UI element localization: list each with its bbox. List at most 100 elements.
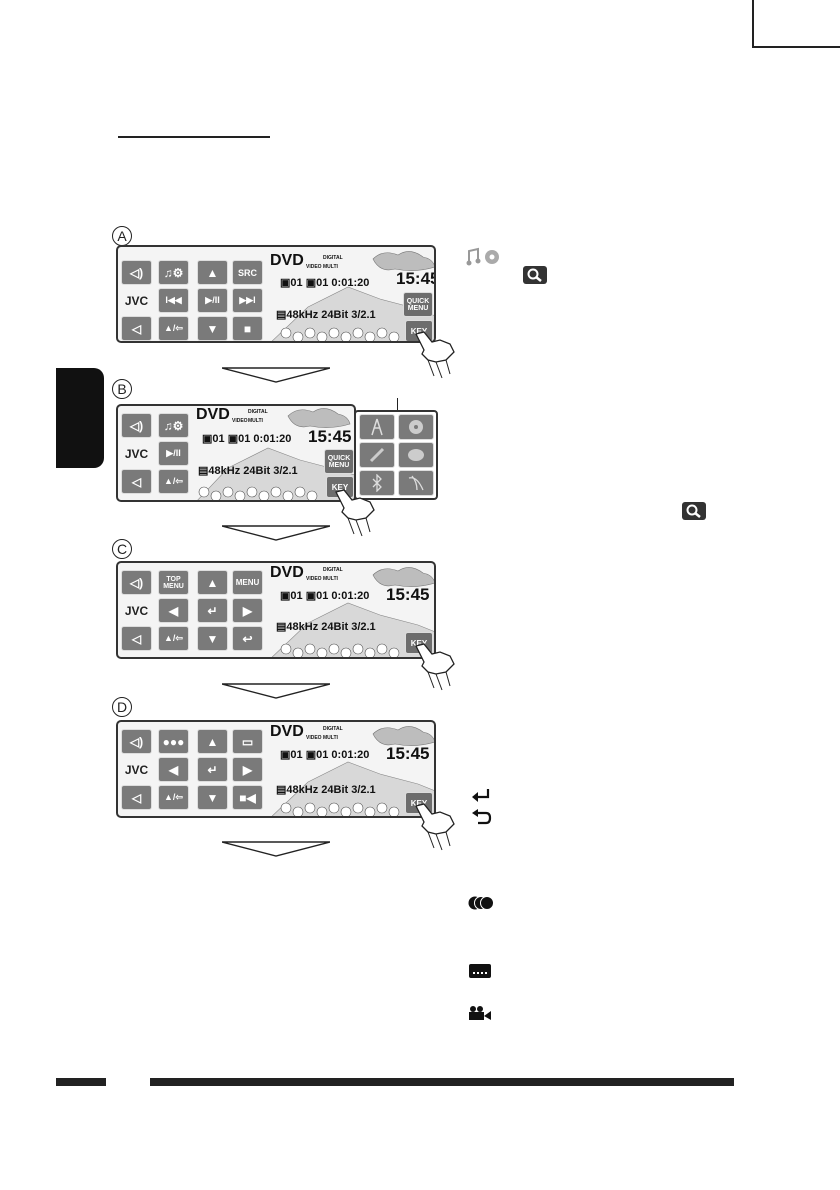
return-icon bbox=[472, 809, 492, 825]
format-multi: MULTI bbox=[323, 576, 338, 582]
subtitle-icon: ▭ bbox=[241, 734, 254, 749]
up-button[interactable]: ▲ bbox=[197, 570, 228, 595]
step-label-b: B bbox=[112, 379, 132, 399]
menu-button[interactable]: MENU bbox=[232, 570, 263, 595]
speaker-icon: ◁) bbox=[129, 418, 144, 433]
volume-up-button[interactable]: ◁) bbox=[121, 413, 152, 438]
enter-button[interactable]: ↵ bbox=[197, 598, 228, 623]
track-info: ▣01 ▣01 0:01:20 bbox=[280, 590, 370, 602]
quick-menu-button[interactable]: QUICK MENU bbox=[403, 292, 433, 317]
down-button[interactable]: ▼ bbox=[197, 626, 228, 651]
magnifier-icon bbox=[523, 266, 547, 284]
left-button[interactable]: ◀ bbox=[158, 757, 189, 782]
track-info: ▣01 ▣01 0:01:20 bbox=[202, 433, 292, 445]
speaker-icon: ◁ bbox=[131, 631, 142, 646]
right-button[interactable]: ▶ bbox=[232, 598, 263, 623]
screen-a: ◁) ♫⚙ ▲ SRC JVC I◀◀ ▶/II ▶▶I ◁ ▲/⇦ ▼ ■ D… bbox=[116, 245, 436, 343]
magnifier-icon bbox=[682, 502, 706, 520]
speaker-icon: ◁ bbox=[131, 321, 142, 336]
scenery-d bbox=[271, 726, 434, 816]
next-button[interactable]: ▶▶I bbox=[232, 288, 263, 313]
flow-arrow bbox=[222, 525, 330, 541]
source-selection-panel bbox=[354, 410, 438, 500]
tuner-source-button[interactable] bbox=[359, 414, 395, 440]
source-indicator: DVD bbox=[270, 564, 304, 581]
up-button[interactable]: ▲ bbox=[197, 260, 228, 285]
eject-button[interactable]: ▲/⇦ bbox=[158, 626, 189, 651]
enter-button[interactable]: ↵ bbox=[197, 757, 228, 782]
audio-format: ▤48kHz 24Bit 3/2.1 bbox=[276, 309, 376, 321]
jvc-logo: JVC bbox=[124, 603, 149, 618]
play-pause-button[interactable]: ▶/II bbox=[158, 441, 189, 466]
top-menu-button[interactable]: TOP MENU bbox=[158, 570, 189, 595]
volume-down-button[interactable]: ◁ bbox=[121, 316, 152, 341]
format-multi: MULTI bbox=[323, 264, 338, 270]
title-number: 01 bbox=[212, 433, 225, 445]
prev-button[interactable]: I◀◀ bbox=[158, 288, 189, 313]
music-settings-icon: ♫⚙ bbox=[163, 265, 184, 280]
elapsed-time: 0:01:20 bbox=[331, 749, 370, 761]
right-button[interactable]: ▶ bbox=[232, 757, 263, 782]
format-multi: MULTI bbox=[248, 418, 263, 424]
volume-down-button[interactable]: ◁ bbox=[121, 469, 152, 494]
source-indicator: DVD bbox=[196, 406, 230, 423]
footer-bar-left bbox=[56, 1078, 106, 1086]
volume-up-button[interactable]: ◁) bbox=[121, 260, 152, 285]
changer-source-button[interactable] bbox=[398, 442, 434, 468]
screen-c: ◁) TOP MENU ▲ MENU JVC ◀ ↵ ▶ ◁ ▲/⇦ ▼ ↩ D… bbox=[116, 561, 436, 659]
source-panel-leader bbox=[397, 398, 398, 410]
speaker-icon: ◁ bbox=[131, 790, 142, 805]
speaker-icon: ◁) bbox=[129, 734, 144, 749]
stop-button[interactable]: ■ bbox=[232, 316, 263, 341]
volume-down-button[interactable]: ◁ bbox=[121, 626, 152, 651]
eject-button[interactable]: ▲/⇦ bbox=[158, 785, 189, 810]
subtitle-button[interactable]: ▭ bbox=[232, 729, 263, 754]
speaker-icon: ◁) bbox=[129, 265, 144, 280]
jvc-logo: JVC bbox=[124, 446, 149, 461]
audio-format: ▤48kHz 24Bit 3/2.1 bbox=[276, 784, 376, 796]
music-settings-icon bbox=[466, 247, 499, 266]
subtitle-icon bbox=[469, 964, 491, 978]
audio-format-text: 48kHz 24Bit 3/2.1 bbox=[286, 621, 376, 633]
audio-button[interactable]: ●●● bbox=[158, 729, 189, 754]
format-video: VIDEO bbox=[306, 576, 322, 582]
format-digital: DIGITAL bbox=[323, 255, 343, 261]
disc-icon bbox=[409, 420, 423, 434]
return-button[interactable]: ↩ bbox=[232, 626, 263, 651]
track-info: ▣01 ▣01 0:01:20 bbox=[280, 749, 370, 761]
music-settings-button[interactable]: ♫⚙ bbox=[158, 260, 189, 285]
format-video: VIDEO bbox=[306, 264, 322, 270]
track-info: ▣01 ▣01 0:01:20 bbox=[280, 277, 370, 289]
music-settings-button[interactable]: ♫⚙ bbox=[158, 413, 189, 438]
down-button[interactable]: ▼ bbox=[197, 316, 228, 341]
enter-icon: ↵ bbox=[207, 603, 218, 618]
finger-press-icon bbox=[415, 803, 455, 851]
bluetooth-source-button[interactable] bbox=[359, 470, 395, 496]
left-button[interactable]: ◀ bbox=[158, 598, 189, 623]
audio-format-text: 48kHz 24Bit 3/2.1 bbox=[286, 784, 376, 796]
audio-format: ▤48kHz 24Bit 3/2.1 bbox=[198, 465, 298, 477]
quick-menu-button[interactable]: QUICK MENU bbox=[324, 449, 354, 474]
antenna-icon bbox=[371, 418, 383, 436]
up-button[interactable]: ▲ bbox=[197, 729, 228, 754]
volume-up-button[interactable]: ◁) bbox=[121, 570, 152, 595]
down-button[interactable]: ▼ bbox=[197, 785, 228, 810]
volume-down-button[interactable]: ◁ bbox=[121, 785, 152, 810]
eject-button[interactable]: ▲/⇦ bbox=[158, 316, 189, 341]
eject-button[interactable]: ▲/⇦ bbox=[158, 469, 189, 494]
disc-changer-icon bbox=[408, 449, 424, 461]
play-pause-button[interactable]: ▶/II bbox=[197, 288, 228, 313]
step-label-c: C bbox=[112, 539, 132, 559]
volume-up-button[interactable]: ◁) bbox=[121, 729, 152, 754]
angle-button[interactable]: ■◀ bbox=[232, 785, 263, 810]
enter-icon: ↵ bbox=[207, 762, 218, 777]
format-digital: DIGITAL bbox=[323, 567, 343, 573]
audio-icon bbox=[468, 896, 494, 910]
chapter-number: 01 bbox=[316, 277, 329, 289]
disc-source-button[interactable] bbox=[398, 414, 434, 440]
src-button[interactable]: SRC bbox=[232, 260, 263, 285]
card-source-button[interactable] bbox=[359, 442, 395, 468]
external-source-button[interactable] bbox=[398, 470, 434, 496]
speaker-icon: ◁ bbox=[131, 474, 142, 489]
screen-b: ◁) ♫⚙ JVC ▶/II ◁ ▲/⇦ DVD DIGITAL VIDEO M… bbox=[116, 404, 356, 502]
